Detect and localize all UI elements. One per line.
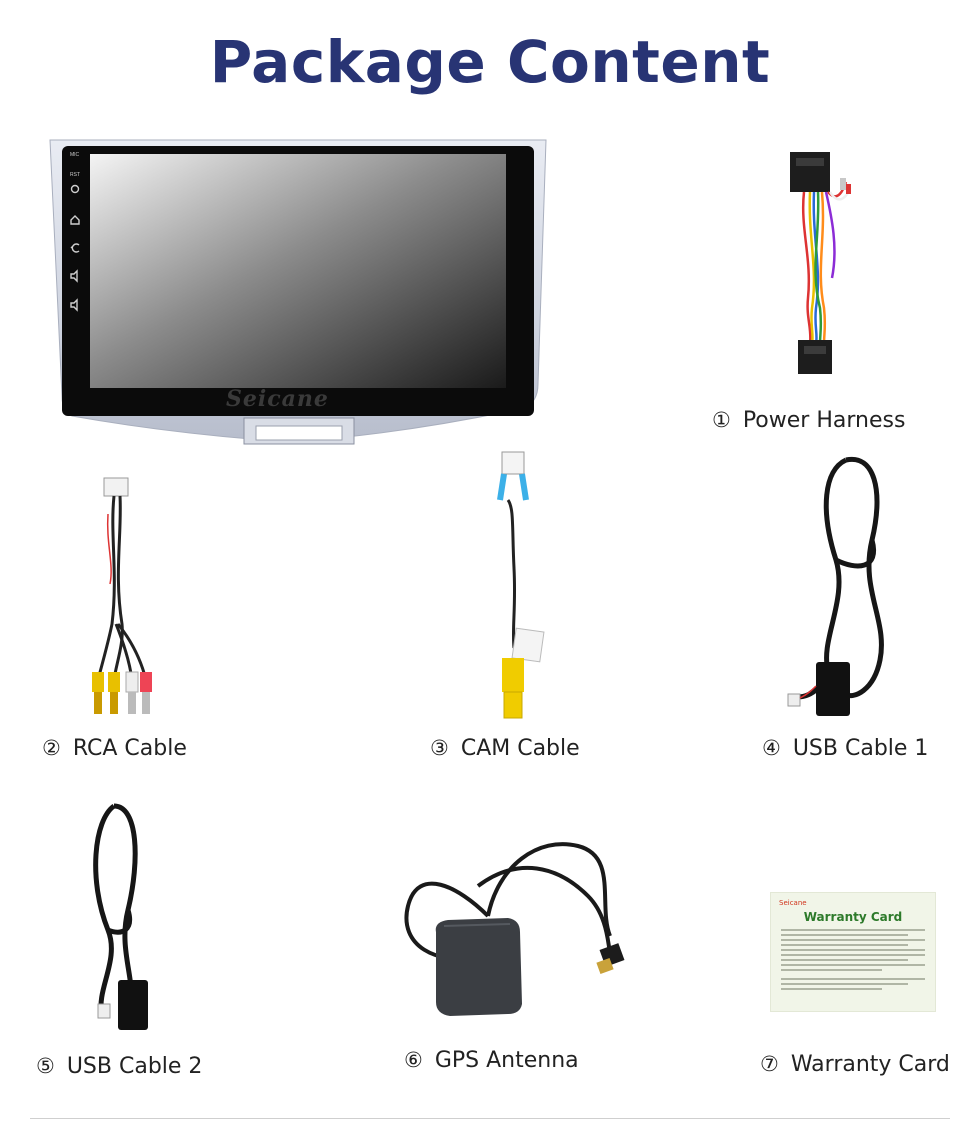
head-unit-brand: Seicane [226, 386, 329, 412]
gps-antenna-image [404, 842, 625, 1016]
side-buttons [70, 184, 80, 312]
bottom-divider [30, 1118, 950, 1119]
warranty-card-title: Warranty Card [803, 910, 903, 924]
head-unit-image [49, 139, 547, 445]
usb-cable-1-image [787, 456, 884, 716]
warranty-card-image: Seicane Warranty Card [770, 892, 936, 1012]
page-title: Package Content [209, 28, 771, 96]
power-harness-image [790, 152, 852, 374]
warranty-card-text-lines [781, 929, 925, 993]
usb-cable-2-image [93, 803, 148, 1030]
head-unit-mic-label: MIC [70, 152, 80, 158]
cam-cable-image [497, 451, 545, 719]
warranty-card-brand: Seicane [779, 899, 807, 907]
head-unit-rst-label: RST [70, 172, 80, 178]
rca-cable-image [92, 477, 152, 714]
